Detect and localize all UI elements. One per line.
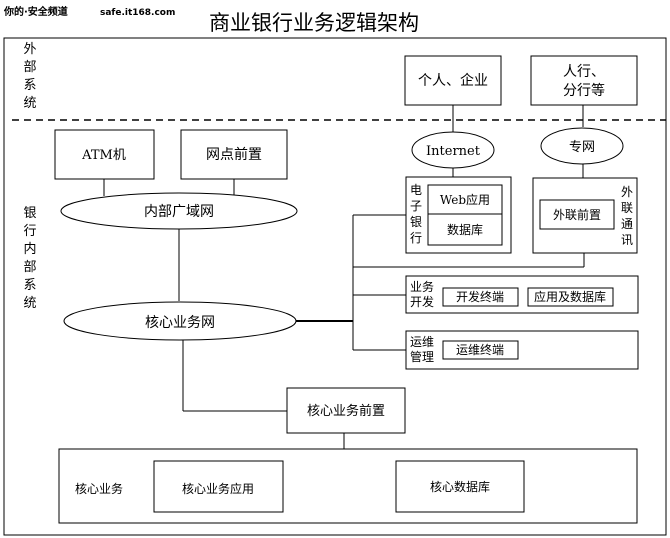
external-label-char: 外 [23, 42, 36, 57]
ops-terminal-label: 运维终端 [456, 342, 504, 357]
atm-label: ATM机 [81, 148, 126, 163]
ebank-box: 电 子 银 行 Web应用 数据库 [405, 176, 512, 254]
core-front-label: 核心业务前置 [307, 403, 385, 419]
external-person-enterprise: 个人、企业 [404, 55, 502, 106]
outlet-front-box: 网点前置 [180, 129, 288, 180]
dev-box: 业务 开发 开发终端 应用及数据库 [405, 275, 639, 314]
page-title: 商业银行业务逻辑架构 [209, 11, 419, 35]
internal-label-char: 统 [23, 296, 36, 311]
external-system-label: 外 部 系 统 [23, 42, 36, 111]
ebank-label-char: 银 [410, 215, 422, 229]
foreign-comm-box: 外联前置 外 联 通 讯 [532, 177, 638, 254]
foreign-label-char: 外 [621, 185, 633, 199]
external-central-bank: 人行、 分行等 [530, 55, 638, 106]
external-label-char: 系 [23, 78, 36, 93]
core-network-label: 核心业务网 [145, 315, 215, 331]
atm-box: ATM机 [54, 129, 155, 180]
private-network-label: 专网 [569, 140, 595, 155]
private-network: 专网 [540, 127, 624, 165]
app-db-label: 应用及数据库 [534, 289, 606, 304]
core-business-label: 核心业务 [75, 481, 123, 496]
foreign-label-char: 讯 [621, 233, 633, 247]
ops-label-line1: 运维 [410, 335, 434, 349]
dev-label-line1: 业务 [410, 279, 434, 294]
internal-system-label: 银 行 内 部 系 统 [23, 206, 36, 311]
outlet-front-label: 网点前置 [206, 146, 262, 163]
connectors [103, 105, 585, 449]
external-branch-label-line1: 人行、 [563, 64, 605, 80]
wan-label: 内部广域网 [144, 204, 214, 220]
core-business-area: 核心业务 核心业务应用 核心数据库 [58, 448, 638, 524]
internet-label: Internet [426, 144, 481, 159]
dev-label-line2: 开发 [410, 294, 434, 309]
web-app-label: Web应用 [440, 192, 490, 207]
wan-network: 内部广域网 [60, 192, 298, 230]
foreign-label-char: 通 [621, 217, 633, 231]
watermark: 你的·安全频道 safe.it168.com [3, 5, 175, 18]
core-network: 核心业务网 [63, 301, 297, 341]
foreign-front-label: 外联前置 [553, 207, 601, 222]
internal-label-char: 行 [23, 224, 36, 239]
watermark-url: safe.it168.com [100, 8, 175, 18]
foreign-label-char: 联 [621, 201, 633, 215]
ebank-db-label: 数据库 [447, 222, 483, 237]
dev-terminal-label: 开发终端 [456, 289, 504, 304]
ops-box: 运维 管理 运维终端 [405, 330, 639, 370]
external-label-char: 部 [23, 60, 36, 75]
ebank-label-char: 行 [410, 231, 422, 245]
external-branch-label-line2: 分行等 [563, 82, 605, 99]
core-db-label: 核心数据库 [430, 479, 490, 494]
internal-label-char: 系 [23, 278, 36, 293]
ebank-label-char: 子 [410, 199, 422, 213]
external-label-char: 统 [23, 96, 36, 111]
internal-label-char: 银 [23, 206, 36, 221]
core-app-label: 核心业务应用 [182, 481, 254, 496]
external-person-label: 个人、企业 [418, 72, 488, 89]
internal-label-char: 内 [23, 241, 36, 257]
watermark-text: 你的·安全频道 [3, 5, 68, 18]
internet-network: Internet [411, 131, 495, 169]
internal-label-char: 部 [23, 260, 36, 275]
ops-label-line2: 管理 [410, 349, 434, 364]
ebank-label-char: 电 [410, 183, 422, 197]
core-front-box: 核心业务前置 [286, 387, 406, 434]
